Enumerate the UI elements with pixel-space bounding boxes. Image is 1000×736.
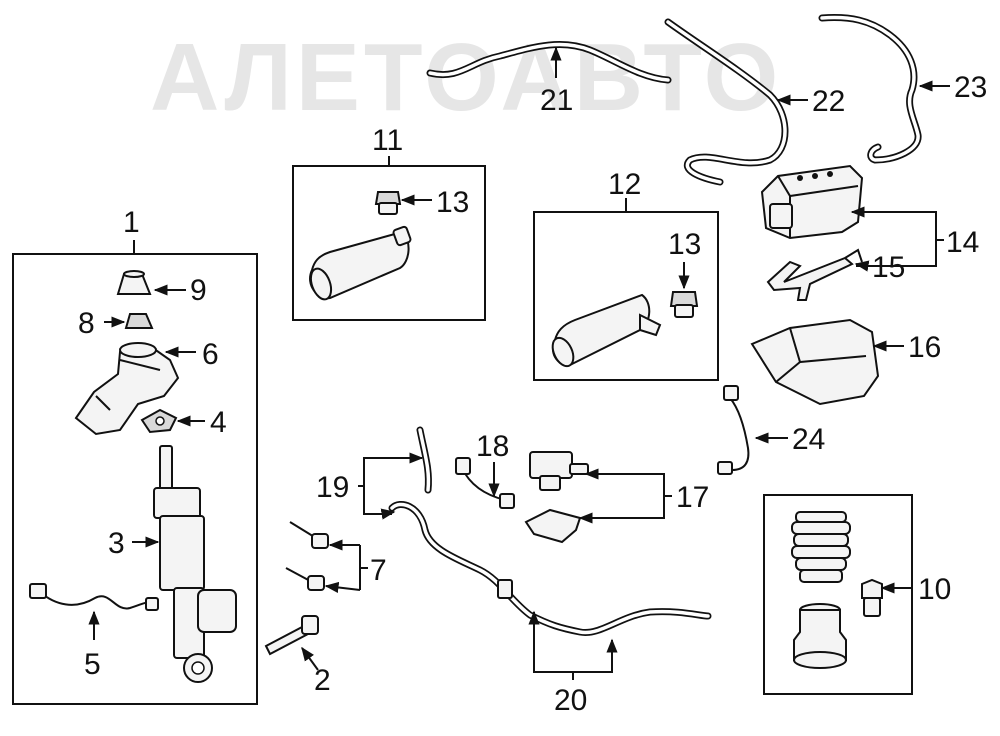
air-dryer-12	[551, 293, 662, 368]
callout-23: 23	[954, 71, 987, 104]
callout-2: 2	[314, 664, 331, 697]
callout-1: 1	[123, 206, 140, 239]
group-box-10	[763, 494, 913, 695]
compressor-14	[760, 164, 864, 240]
sensor-wire-5	[29, 583, 159, 611]
callout-22: 22	[812, 85, 845, 118]
callout-14: 14	[946, 226, 979, 259]
watermark: АЛЕТОАВТО	[150, 24, 782, 131]
callout-10: 10	[918, 573, 951, 606]
callout-7: 7	[370, 554, 387, 587]
mount-cap-9	[116, 270, 152, 295]
mount-bracket-6	[74, 342, 180, 436]
air-line-23	[818, 14, 922, 164]
bolt-2	[264, 615, 319, 656]
callout-16: 16	[908, 331, 941, 364]
callout-20: 20	[554, 684, 587, 717]
callout-11: 11	[372, 124, 403, 157]
bolt-7a	[289, 521, 329, 549]
callout-9: 9	[190, 274, 207, 307]
valve-17a	[529, 451, 589, 491]
callout-8: 8	[78, 307, 95, 340]
bracket-15	[766, 248, 863, 301]
plug-10c	[861, 578, 883, 617]
callout-24: 24	[792, 423, 825, 456]
callout-13b: 13	[668, 228, 701, 261]
callout-13a: 13	[436, 186, 469, 219]
callout-19: 19	[316, 471, 349, 504]
fitting-13a	[374, 191, 402, 215]
valve-bracket-17b	[524, 508, 582, 544]
washer-4	[140, 408, 178, 434]
leader-lines	[88, 46, 950, 680]
callout-12: 12	[608, 168, 641, 201]
callout-3: 3	[108, 527, 125, 560]
callout-15: 15	[872, 251, 905, 284]
air-dryer-11	[309, 225, 412, 301]
callout-21: 21	[540, 84, 573, 117]
fitting-13b	[669, 291, 699, 318]
shock-absorber-3	[153, 445, 237, 683]
boot-10a	[791, 511, 851, 583]
air-line-21	[426, 40, 672, 84]
sensor-wire-24	[717, 385, 750, 475]
bumper-10b	[793, 603, 847, 669]
callout-6: 6	[202, 338, 219, 371]
nut-8	[124, 313, 154, 329]
callout-4: 4	[210, 406, 227, 439]
air-line-22	[664, 18, 789, 186]
callout-18: 18	[476, 430, 509, 463]
bolt-7b	[285, 567, 325, 591]
cover-16	[750, 318, 880, 406]
callout-17: 17	[676, 481, 709, 514]
callout-5: 5	[84, 648, 101, 681]
sensor-18	[455, 457, 515, 509]
